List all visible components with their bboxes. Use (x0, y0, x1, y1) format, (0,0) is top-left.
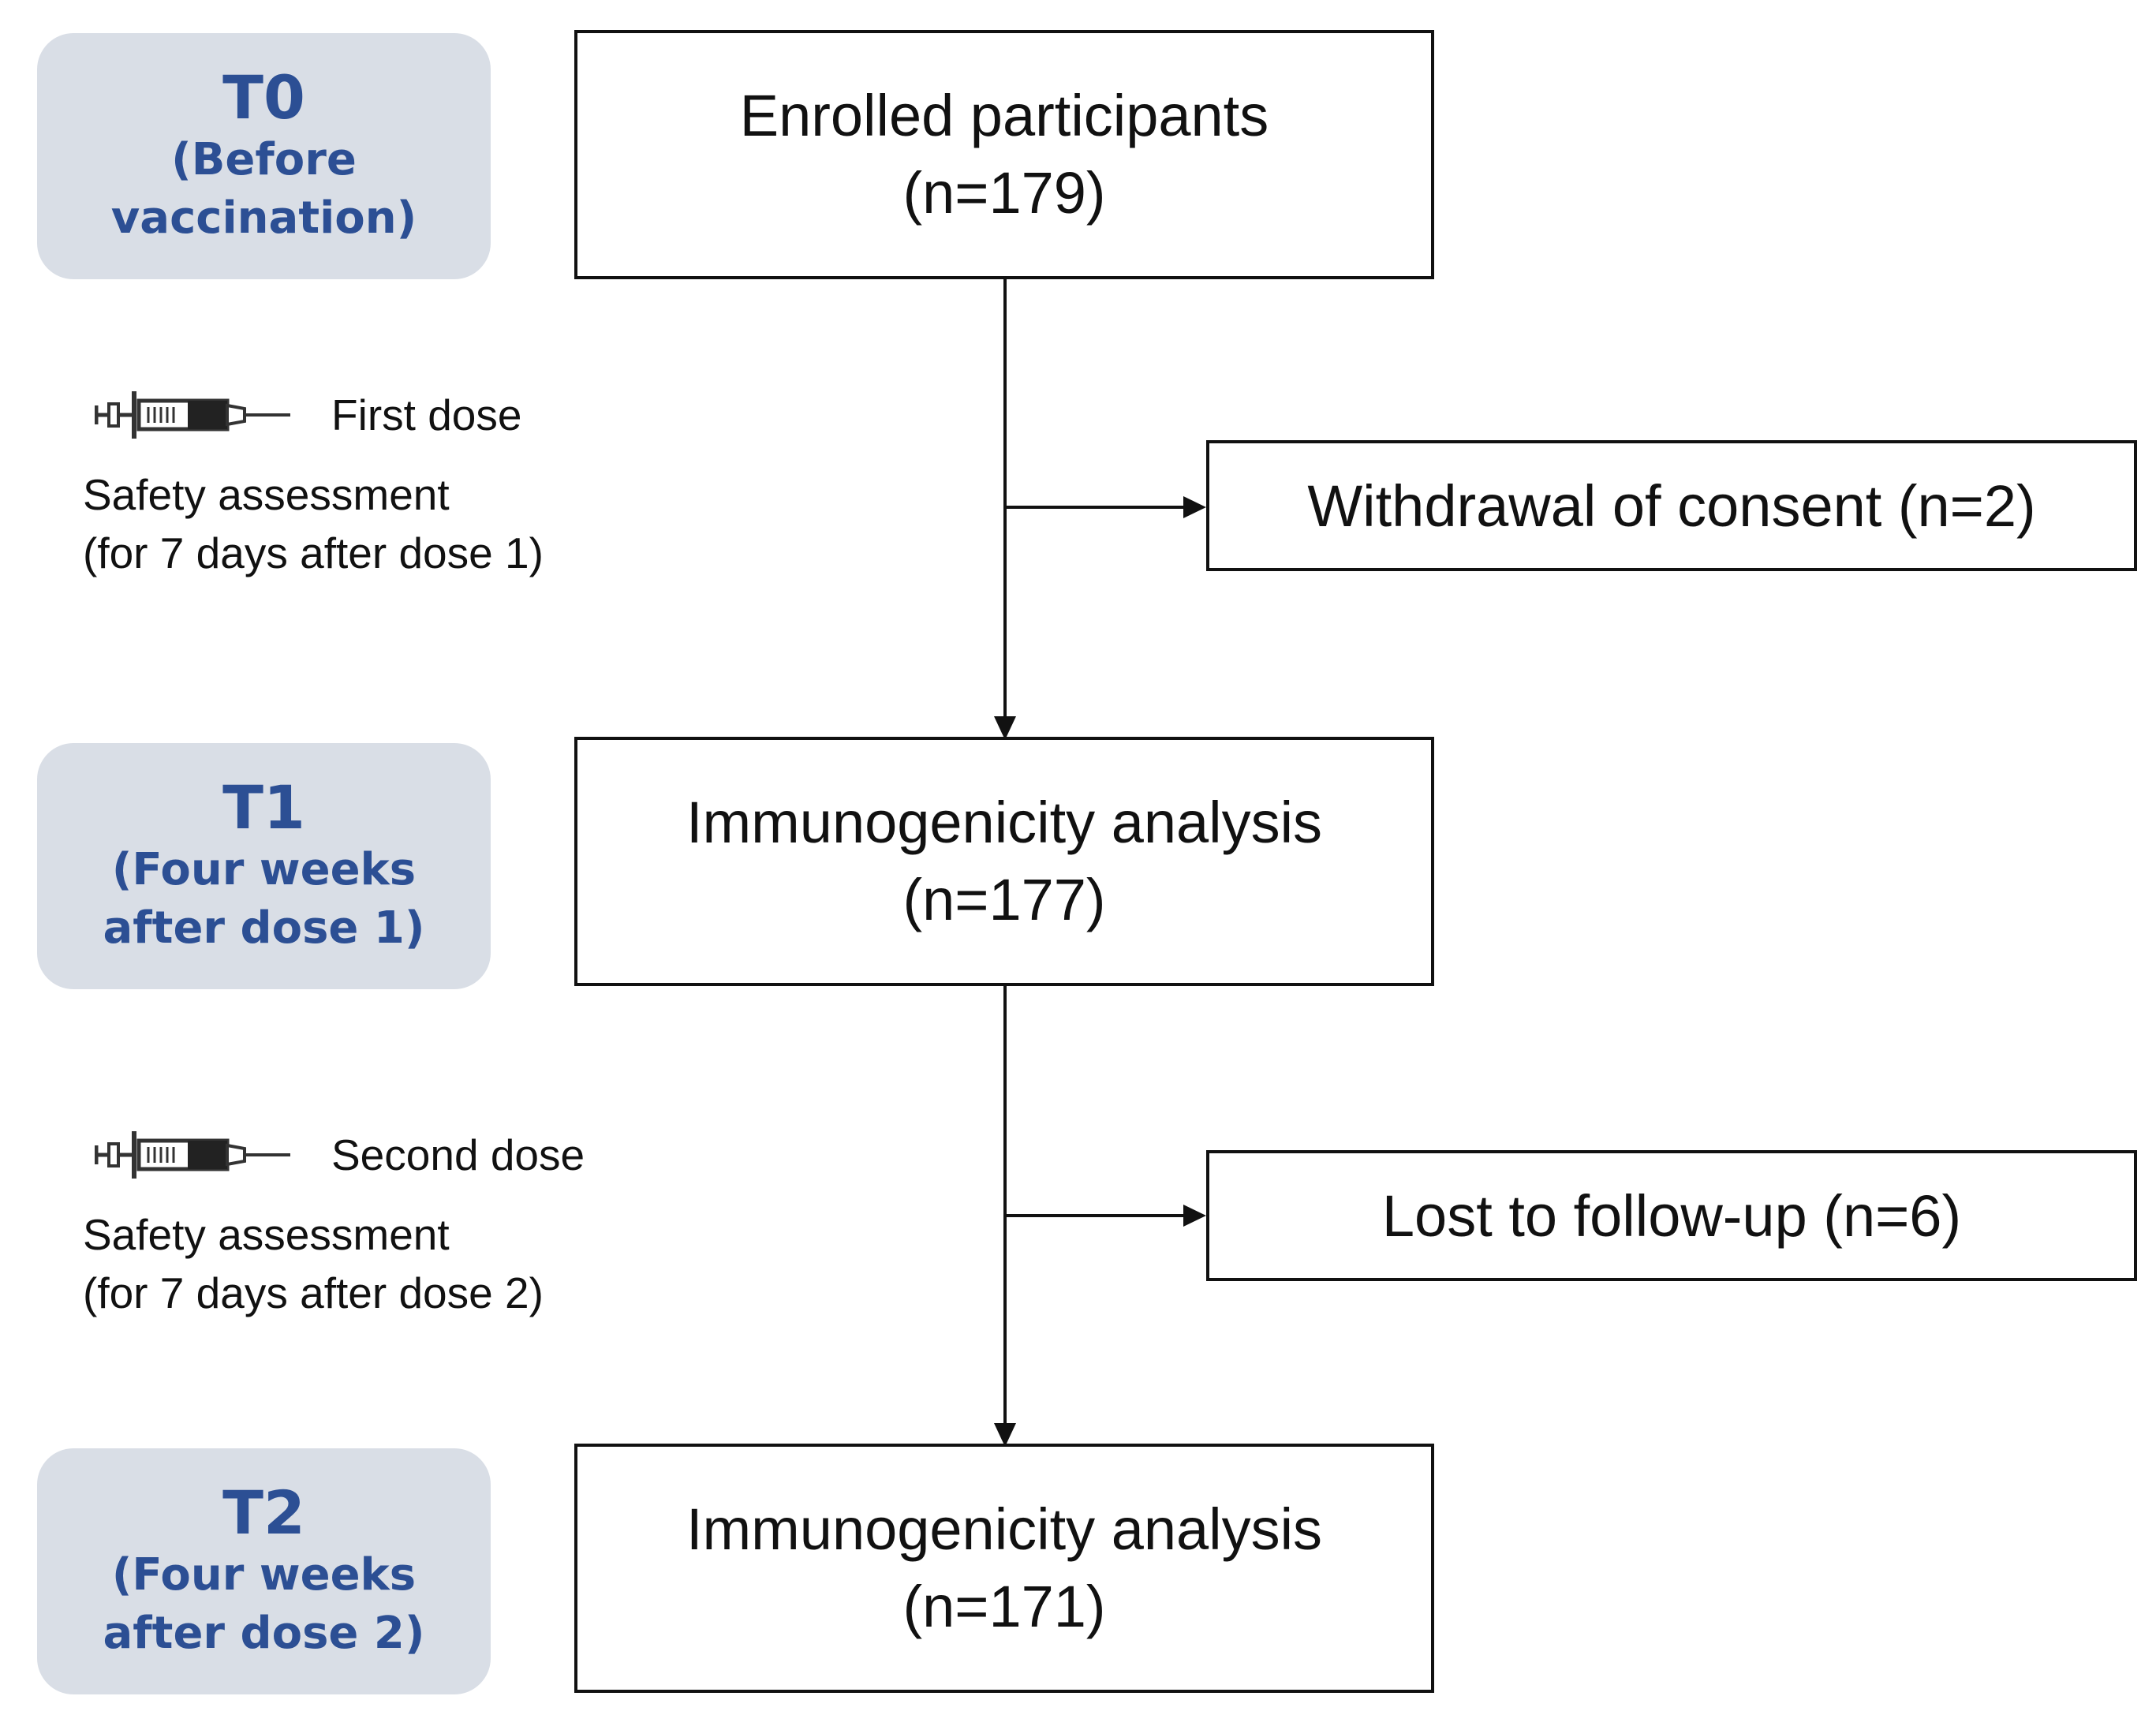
arrowhead-t2 (994, 1423, 1016, 1447)
box-title: Immunogenicity analysis (686, 1496, 1323, 1562)
dose-row: First dose (95, 387, 544, 443)
box-text: Lost to follow-up (n=6) (1381, 1182, 1962, 1249)
timepoint-t0: T0 (Before vaccination) (37, 33, 491, 279)
safety-line: (for 7 days after dose 2) (83, 1268, 544, 1317)
timepoint-description: (Four weeks after dose 2) (103, 1549, 425, 1659)
timepoint-description: (Four weeks after dose 1) (103, 844, 425, 954)
timepoint-t1: T1 (Four weeks after dose 1) (37, 743, 491, 989)
box-title: Immunogenicity analysis (686, 790, 1323, 855)
dose-annotation-second: Second dose Safety assessment (for 7 day… (83, 1126, 585, 1322)
dose-label: First dose (331, 390, 522, 439)
syringe-icon (95, 1131, 290, 1179)
timepoint-label: T1 (222, 772, 305, 842)
arrowhead-withdrawal (1183, 496, 1206, 518)
box-withdrawal-of-consent: Withdrawal of consent (n=2) (1206, 440, 2137, 571)
box-immunogenicity-t2: Immunogenicity analysis (n=171) (574, 1444, 1434, 1693)
dose-row: Second dose (95, 1126, 585, 1183)
safety-line: (for 7 days after dose 1) (83, 529, 544, 577)
box-text: Withdrawal of consent (n=2) (1307, 473, 2036, 539)
dose-annotation-first: First dose Safety assessment (for 7 days… (83, 387, 544, 582)
dose-label: Second dose (331, 1130, 585, 1179)
safety-line: Safety assessment (83, 1210, 450, 1259)
timepoint-description: (Before vaccination) (110, 134, 417, 244)
timepoint-label: T0 (222, 62, 305, 133)
box-title: Enrolled participants (739, 83, 1269, 148)
safety-assessment-text: Safety assessment (for 7 days after dose… (83, 1205, 585, 1322)
box-count: (n=179) (902, 160, 1106, 226)
timepoint-label: T2 (222, 1478, 305, 1548)
safety-line: Safety assessment (83, 470, 450, 519)
arrowhead-lost (1183, 1205, 1206, 1227)
arrowhead-t1 (994, 716, 1016, 740)
timepoint-t2: T2 (Four weeks after dose 2) (37, 1448, 491, 1694)
box-immunogenicity-t1: Immunogenicity analysis (n=177) (574, 737, 1434, 986)
box-lost-to-follow-up: Lost to follow-up (n=6) (1206, 1150, 2137, 1281)
box-count: (n=177) (902, 867, 1106, 932)
syringe-icon (95, 391, 290, 439)
safety-assessment-text: Safety assessment (for 7 days after dose… (83, 465, 544, 582)
box-count: (n=171) (902, 1574, 1106, 1639)
box-enrolled-participants: Enrolled participants (n=179) (574, 30, 1434, 279)
